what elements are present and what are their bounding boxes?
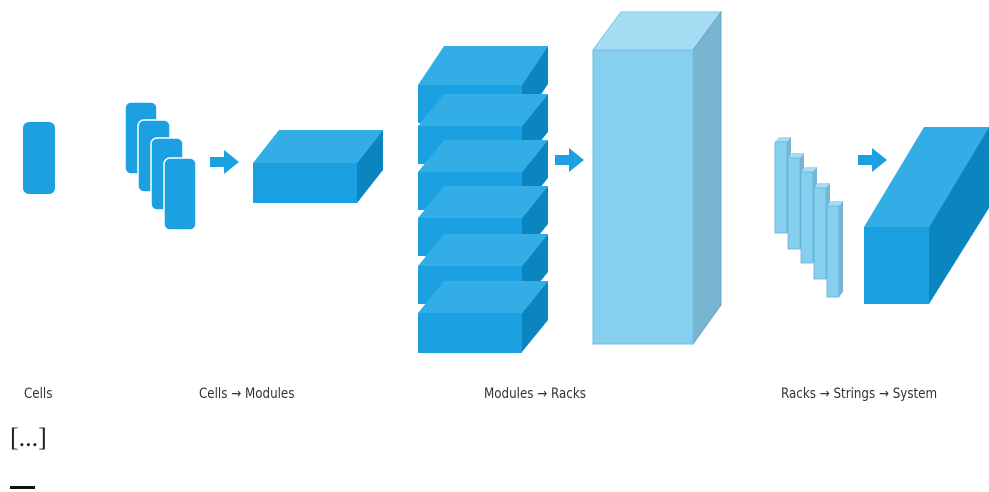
rack-string <box>774 137 843 298</box>
cell-block <box>23 122 55 194</box>
diagram-canvas <box>23 10 989 353</box>
arrow-icon <box>858 148 887 172</box>
module-stack <box>418 46 548 353</box>
divider <box>10 486 35 489</box>
arrow-icon <box>555 148 584 172</box>
ellipsis-text: [...] <box>10 423 47 452</box>
stage-label-modules: Cells → Modules <box>199 386 295 402</box>
arrow-icon <box>210 150 239 174</box>
stage-label-cells: Cells <box>24 386 53 402</box>
cell-stack <box>124 101 197 231</box>
stage-label-racks: Modules → Racks <box>484 386 586 402</box>
system-block <box>864 127 989 304</box>
module-block <box>253 130 383 203</box>
stage-label-system: Racks → Strings → System <box>781 386 938 402</box>
rack-block <box>592 10 722 346</box>
